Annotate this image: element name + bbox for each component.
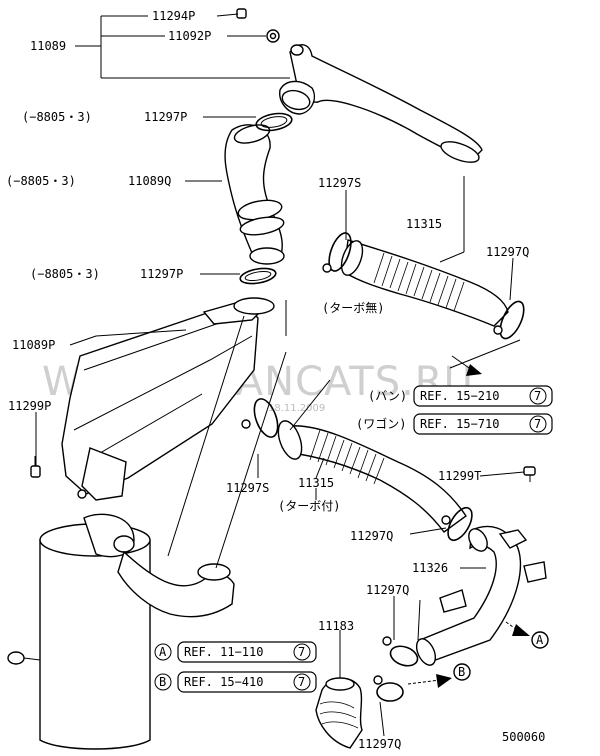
arrow-to-ref-15 xyxy=(451,355,482,376)
callout-11299T[interactable]: 11299T xyxy=(438,469,481,483)
note-nonturbo: (ターボ無) xyxy=(322,300,384,315)
ref-a-text[interactable]: REF. 11−110 xyxy=(184,645,263,659)
ref-b[interactable]: B REF. 15−410 7 xyxy=(154,671,317,693)
ref-van[interactable]: (バン) REF. 15−210 7 xyxy=(368,385,553,407)
callout-11297Q-bottom[interactable]: 11297Q xyxy=(358,737,401,751)
clamp-11297P-mid[interactable] xyxy=(239,266,277,286)
ref-van-text[interactable]: REF. 15−210 xyxy=(420,389,499,403)
arrow-b: B xyxy=(407,663,471,688)
ref-b-circle: 7 xyxy=(298,675,305,689)
intake-pipe-11089[interactable] xyxy=(279,44,483,167)
ref-b-letter: B xyxy=(159,675,166,689)
clamp-11297Q-mid[interactable] xyxy=(441,504,477,544)
ref-b-text[interactable]: REF. 15−410 xyxy=(184,675,263,689)
clamp-11297S-mid[interactable] xyxy=(241,396,282,440)
watermark-date: 18.11.2009 xyxy=(268,403,325,414)
callout-11297S-mid[interactable]: 11297S xyxy=(226,481,269,495)
pipe-11326[interactable] xyxy=(413,525,547,668)
marker-b-letter: B xyxy=(458,665,465,679)
hose-11183[interactable] xyxy=(315,677,363,749)
callout-11299P[interactable]: 11299P xyxy=(8,399,51,413)
ref-wagon-circle: 7 xyxy=(534,417,541,431)
clamp-11297Q-top[interactable] xyxy=(493,298,529,342)
bolt-11294P[interactable] xyxy=(236,8,247,19)
callout-11315-top[interactable]: 11315 xyxy=(406,217,442,231)
clamp-11297S-top[interactable] xyxy=(322,230,355,274)
callout-11315-mid[interactable]: 11315 xyxy=(298,476,334,490)
ref-a-circle: 7 xyxy=(298,645,305,659)
hose-11315-turbo[interactable] xyxy=(274,418,467,533)
hose-11089Q[interactable] xyxy=(224,122,285,265)
callout-11089P[interactable]: 11089P xyxy=(12,338,55,352)
ref-a[interactable]: A REF. 11−110 7 xyxy=(154,641,317,663)
callout-11297S-top[interactable]: 11297S xyxy=(318,176,361,190)
hose-11315-nonturbo[interactable] xyxy=(337,238,509,327)
nut-11092P[interactable] xyxy=(266,29,280,43)
arrow-a: A xyxy=(505,621,549,649)
air-cleaner-body xyxy=(7,513,235,750)
leader-lines xyxy=(35,13,525,737)
callout-11297P-mid[interactable]: 11297P xyxy=(140,267,183,281)
clamp-11297Q-low[interactable] xyxy=(382,636,420,669)
clamp-11297Q-bottom[interactable] xyxy=(373,675,404,702)
callout-11089[interactable]: 11089 xyxy=(30,39,66,53)
callout-11294P[interactable]: 11294P xyxy=(152,9,195,23)
ref-wagon[interactable]: (ワゴン) REF. 15−710 7 xyxy=(356,413,553,435)
callout-11297Q-mid[interactable]: 11297Q xyxy=(350,529,393,543)
air-duct-11089P[interactable] xyxy=(61,297,275,501)
ref-wagon-label: (ワゴン) xyxy=(356,416,406,431)
bolt-11299T[interactable] xyxy=(523,466,536,482)
callout-11297Q-top[interactable]: 11297Q xyxy=(486,245,529,259)
diagram-number: 500060 xyxy=(502,730,545,744)
callout-11326[interactable]: 11326 xyxy=(412,561,448,575)
note-turbo: (ターボ付) xyxy=(278,499,340,513)
callout-11183[interactable]: 11183 xyxy=(318,619,354,633)
callout-11089Q[interactable]: 11089Q xyxy=(128,174,171,188)
ref-van-circle: 7 xyxy=(534,389,541,403)
serial-note-top: (−8805・3) xyxy=(22,110,92,124)
clamp-11297P-top[interactable] xyxy=(255,111,293,133)
ref-a-letter: A xyxy=(159,645,167,659)
ref-wagon-text[interactable]: REF. 15−710 xyxy=(420,417,499,431)
callout-11092P[interactable]: 11092P xyxy=(168,29,211,43)
serial-note-mid: (−8805・3) xyxy=(6,174,76,188)
serial-note-low: (−8805・3) xyxy=(30,267,100,281)
ref-van-label: (バン) xyxy=(368,389,407,403)
marker-a-letter: A xyxy=(536,633,544,647)
callout-11297P-top[interactable]: 11297P xyxy=(144,110,187,124)
callout-11297Q-low[interactable]: 11297Q xyxy=(366,583,409,597)
